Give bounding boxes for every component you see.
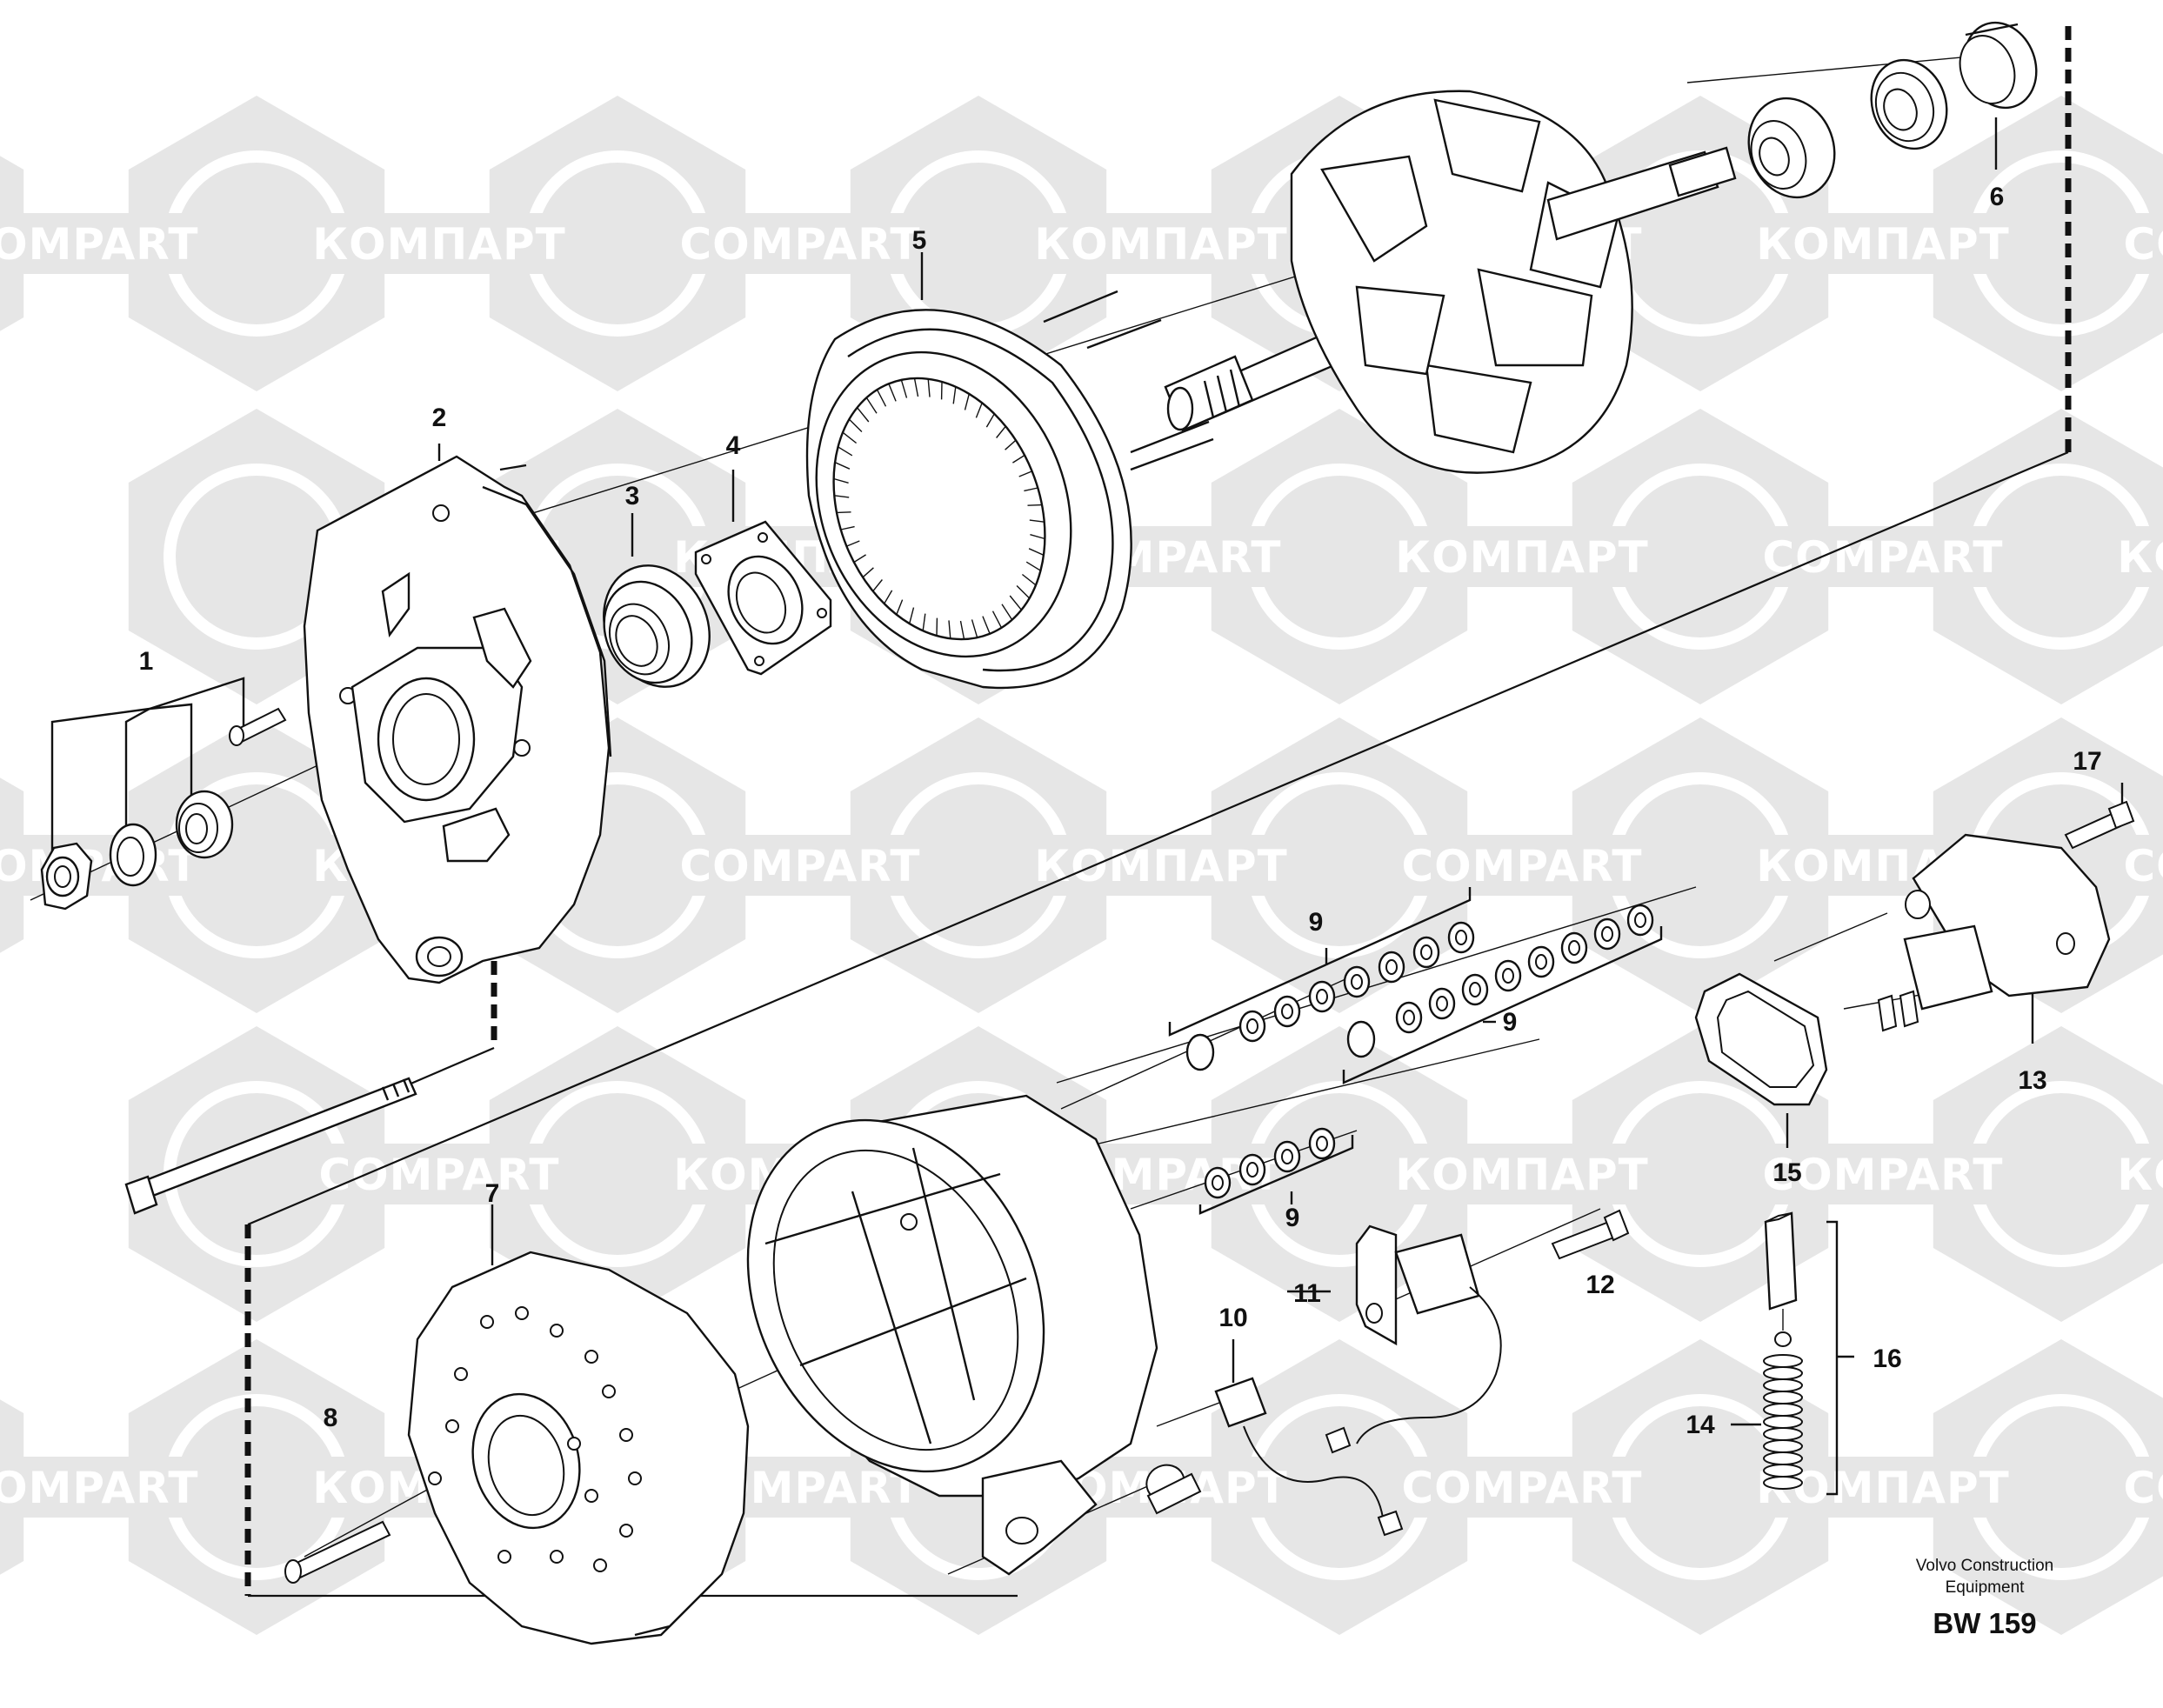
callout-2[interactable]: 2 xyxy=(432,404,447,432)
watermark-text: COMPART xyxy=(0,841,199,891)
watermark-text: COMPART xyxy=(2123,219,2163,270)
watermark-text: КОМПАРТ xyxy=(1756,219,2009,270)
callout-1[interactable]: 1 xyxy=(139,647,154,676)
callout-6[interactable]: 6 xyxy=(1990,183,2005,211)
watermark-text: COMPART xyxy=(2123,1463,2163,1513)
callout-3[interactable]: 3 xyxy=(625,482,640,510)
callout-12[interactable]: 12 xyxy=(1586,1271,1614,1299)
callout-16[interactable]: 16 xyxy=(1873,1344,1901,1373)
watermark-text: COMPART xyxy=(679,219,920,270)
watermark-text: COMPART xyxy=(679,841,920,891)
watermark-text: КОМПАРТ xyxy=(1034,841,1287,891)
maker-line-2: Equipment xyxy=(1946,1578,2026,1597)
callout-11[interactable]: 11 xyxy=(1293,1279,1321,1308)
callout-7[interactable]: 7 xyxy=(485,1179,500,1208)
callout-9-right[interactable]: 9 xyxy=(1503,1008,1518,1037)
callout-13[interactable]: 13 xyxy=(2018,1066,2046,1095)
watermark-text: КОМПАРТ xyxy=(1395,532,1648,583)
watermark-text: COMPART xyxy=(0,219,199,270)
callout-14[interactable]: 14 xyxy=(1686,1411,1715,1439)
watermark-text: КОМПАРТ xyxy=(2117,532,2163,583)
callout-15[interactable]: 15 xyxy=(1772,1158,1801,1187)
watermark-text: КОМПАРТ xyxy=(312,219,565,270)
watermark-text: COMPART xyxy=(318,1150,559,1200)
watermark-text: КОМПАРТ xyxy=(2117,1150,2163,1200)
callout-17[interactable]: 17 xyxy=(2073,747,2101,776)
watermark-text: КОМПАРТ xyxy=(1034,219,1287,270)
callout-9-top[interactable]: 9 xyxy=(1309,908,1324,937)
watermark-text: КОМПАРТ xyxy=(1395,1150,1648,1200)
watermark-text: COMPART xyxy=(0,1463,199,1513)
callout-5[interactable]: 5 xyxy=(912,226,927,255)
watermark-text: COMPART xyxy=(1401,841,1642,891)
watermark-text: COMPART xyxy=(2123,841,2163,891)
maker-line-1: Volvo Construction xyxy=(1916,1557,2053,1575)
callout-4[interactable]: 4 xyxy=(726,431,741,460)
drawing-code: BW 159 xyxy=(1933,1607,2036,1639)
callout-8[interactable]: 8 xyxy=(324,1404,338,1432)
callout-10[interactable]: 10 xyxy=(1218,1304,1247,1332)
callout-9-bottom[interactable]: 9 xyxy=(1285,1204,1300,1232)
watermark-text: COMPART xyxy=(1762,532,2003,583)
watermark-text: COMPART xyxy=(1401,1463,1642,1513)
